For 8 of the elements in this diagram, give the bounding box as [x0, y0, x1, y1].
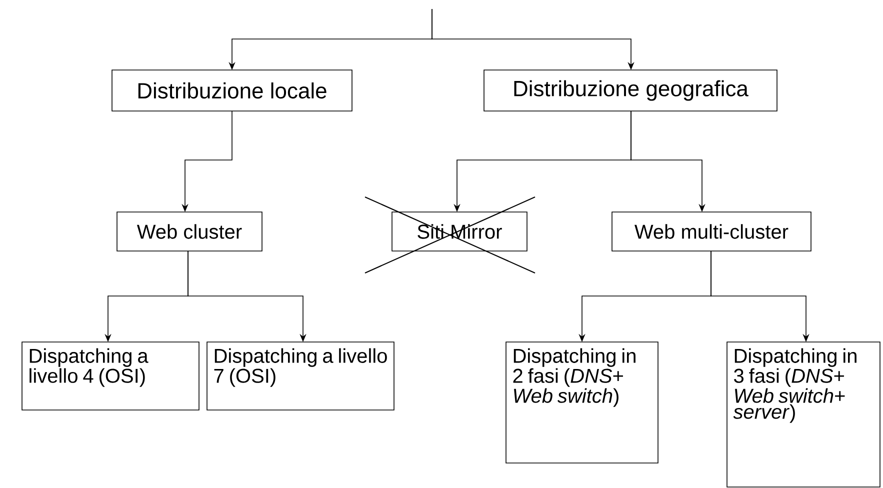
- process-box: Dispatching in 3 fasi (DNS+ Web switch+ server): [726, 342, 880, 488]
- process-box: Web cluster: [116, 212, 262, 252]
- process-box: Distribuzione geografica: [484, 70, 778, 112]
- process-box: Web multi-cluster: [612, 212, 812, 252]
- process-box: Distribuzione locale: [112, 70, 352, 112]
- process-box: Dispatching in 2 fasi (DNS+ Web switch): [506, 342, 658, 464]
- process-box: Dispatching a livello 7 (OSI): [206, 342, 394, 410]
- process-box: Dispatching a livello 4 (OSI): [22, 342, 200, 410]
